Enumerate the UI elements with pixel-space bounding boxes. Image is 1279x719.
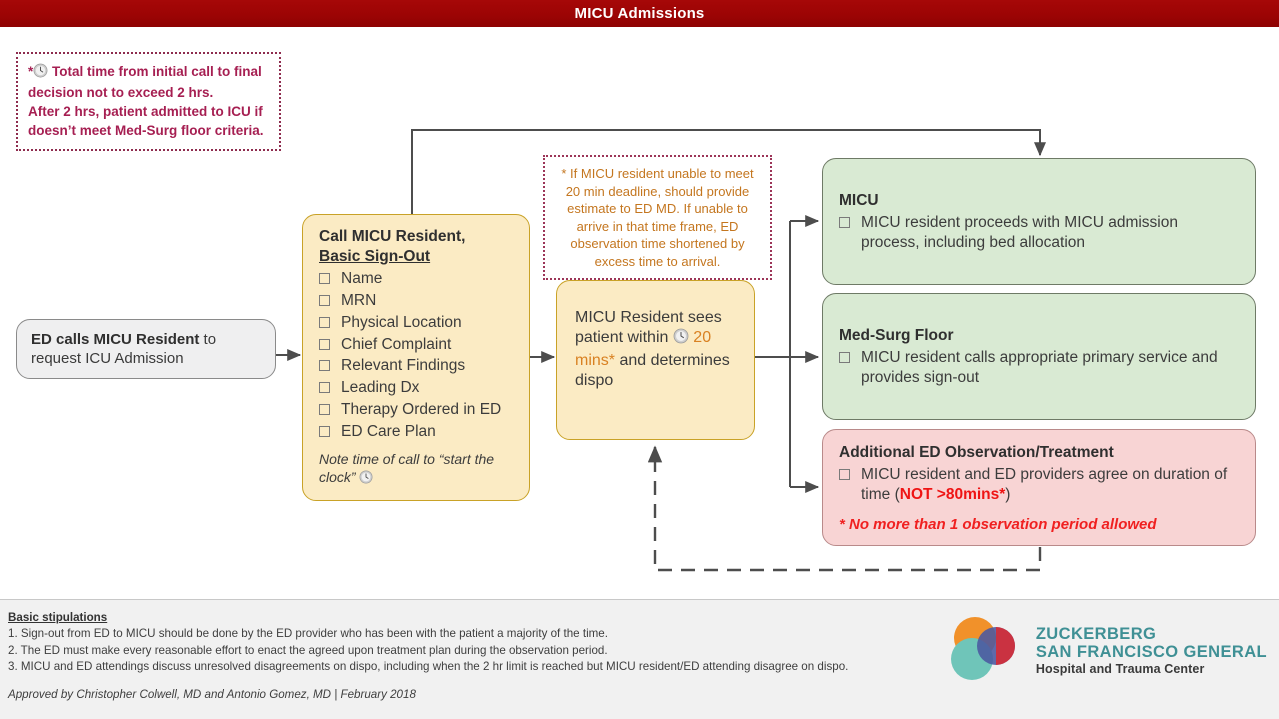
checkbox-icon[interactable] (319, 426, 330, 438)
node-start-bold: ED calls MICU Resident (31, 331, 200, 348)
node-micu-resident-sees-patient[interactable]: MICU Resident sees patient within 20 min… (556, 280, 755, 440)
callout-line-1: Total time from initial call to final de… (28, 64, 262, 101)
list-item-label: Therapy Ordered in ED (341, 401, 502, 419)
node-outcome-additional-ed-observation[interactable]: Additional ED Observation/Treatment MICU… (822, 429, 1256, 546)
list-item[interactable]: Therapy Ordered in ED (319, 400, 515, 420)
list-item[interactable]: ED Care Plan (319, 422, 515, 442)
list-item[interactable]: Name (319, 269, 515, 289)
stipulation-item: 2. The ED must make every reasonable eff… (8, 643, 608, 657)
call-micu-checklist: Name MRN Physical Location Chief Complai… (319, 269, 515, 443)
page-title: MICU Admissions (574, 5, 705, 22)
list-item[interactable]: Relevant Findings (319, 356, 515, 376)
list-item[interactable]: MICU resident proceeds with MICU admissi… (839, 213, 1239, 254)
outcome-additional-title: Additional ED Observation/Treatment (839, 444, 1114, 461)
flowchart-canvas: * Total time from initial call to final … (0, 27, 1279, 599)
checkbox-icon[interactable] (319, 360, 330, 372)
logo-line-3: Hospital and Trauma Center (1035, 662, 1205, 677)
app-title-bar: MICU Admissions (0, 0, 1279, 27)
sees-patient-part2: and determines dispo (575, 351, 730, 390)
approved-by-line: Approved by Christopher Colwell, MD and … (8, 687, 416, 701)
list-item-label: ED Care Plan (341, 423, 436, 441)
checkbox-icon[interactable] (319, 316, 330, 328)
node-start-rest: to request ICU Admission (31, 331, 217, 368)
list-item-label: MRN (341, 291, 377, 309)
checkbox-icon[interactable] (319, 382, 330, 394)
list-item[interactable]: MICU resident calls appropriate primary … (839, 348, 1239, 389)
call-micu-footnote: Note time of call to “start the clock” (319, 450, 515, 488)
list-item[interactable]: Chief Complaint (319, 335, 515, 355)
callout-line-2: After 2 hrs, patient admitted to ICU if … (28, 104, 264, 139)
node-call-micu-resident[interactable]: Call MICU Resident, Basic Sign-Out Name … (302, 214, 530, 502)
outcome-additional-footnote: * No more than 1 observation period allo… (839, 515, 1157, 533)
list-item-label: MICU resident and ED providers agree on … (861, 465, 1228, 504)
checkbox-icon[interactable] (839, 351, 850, 363)
checkbox-icon[interactable] (319, 404, 330, 416)
clock-icon (673, 328, 689, 350)
callout-total-time: * Total time from initial call to final … (16, 52, 281, 151)
node-outcome-med-surg-floor[interactable]: Med-Surg Floor MICU resident calls appro… (822, 293, 1256, 420)
clock-icon (33, 63, 48, 83)
logo-wordmark: ZUCKERBERG SAN FRANCISCO GENERAL Hospita… (1036, 626, 1267, 676)
checkbox-icon[interactable] (839, 216, 850, 228)
logo-line-2: SAN FRANCISCO GENERAL (1035, 643, 1267, 662)
sees-patient-highlight: 20 mins* (575, 329, 712, 369)
list-item[interactable]: Leading Dx (319, 378, 515, 398)
checkbox-icon[interactable] (319, 272, 330, 284)
list-item-label: Chief Complaint (341, 335, 452, 353)
outcome-medsurg-title: Med-Surg Floor (839, 327, 954, 344)
list-item-label: Name (341, 269, 383, 287)
list-item[interactable]: Physical Location (319, 313, 515, 333)
checkbox-icon[interactable] (319, 294, 330, 306)
node-call-title-line1: Call MICU Resident, (319, 228, 466, 245)
list-item-label: Leading Dx (341, 379, 420, 397)
list-item-label: Relevant Findings (341, 357, 466, 375)
wire-call-to-micu-bypass (411, 129, 1046, 229)
venn-circles-logo-icon (948, 616, 1024, 687)
hospital-logo: ZUCKERBERG SAN FRANCISCO GENERAL Hospita… (948, 616, 1267, 687)
list-item[interactable]: MRN (319, 291, 515, 311)
wire-feedback-loop (647, 445, 1042, 572)
list-item-label: MICU resident proceeds with MICU admissi… (861, 213, 1178, 252)
node-call-title-line2: Basic Sign-Out (319, 247, 431, 265)
alert-not-over-80-mins: NOT >80mins* (899, 486, 1006, 504)
stipulation-item: 3. MICU and ED attendings discuss unreso… (8, 660, 849, 674)
basic-stipulations-block: Basic stipulations 1. Sign-out from ED t… (8, 610, 1267, 676)
node-start[interactable]: ED calls MICU Resident to request ICU Ad… (16, 319, 276, 380)
callout-20min-deadline: * If MICU resident unable to meet 20 min… (543, 155, 772, 281)
flowchart-connectors (276, 129, 1046, 572)
node-outcome-micu[interactable]: MICU MICU resident proceeds with MICU ad… (822, 158, 1256, 285)
checkbox-icon[interactable] (839, 468, 850, 480)
list-item-label: MICU resident calls appropriate primary … (861, 348, 1218, 387)
sees-patient-part1: MICU Resident sees patient within (575, 309, 722, 347)
list-item[interactable]: MICU resident and ED providers agree on … (839, 465, 1239, 506)
list-item-label-suffix: ) (1005, 486, 1011, 504)
clock-icon (359, 470, 373, 488)
stipulations-title: Basic stipulations (8, 611, 108, 624)
outcome-micu-title: MICU (839, 192, 879, 209)
logo-line-1: ZUCKERBERG (1035, 625, 1157, 644)
stipulation-item: 1. Sign-out from ED to MICU should be do… (8, 627, 608, 641)
outcome-medsurg-checklist: MICU resident calls appropriate primary … (839, 348, 1239, 389)
outcome-micu-checklist: MICU resident proceeds with MICU admissi… (839, 213, 1239, 254)
list-item-label: Physical Location (341, 313, 462, 331)
footer-panel: Basic stipulations 1. Sign-out from ED t… (0, 599, 1279, 719)
checkbox-icon[interactable] (319, 338, 330, 350)
callout-star: * (28, 64, 34, 79)
outcome-additional-checklist: MICU resident and ED providers agree on … (839, 465, 1239, 506)
call-micu-footnote-text: Note time of call to “start the clock” (319, 450, 495, 485)
